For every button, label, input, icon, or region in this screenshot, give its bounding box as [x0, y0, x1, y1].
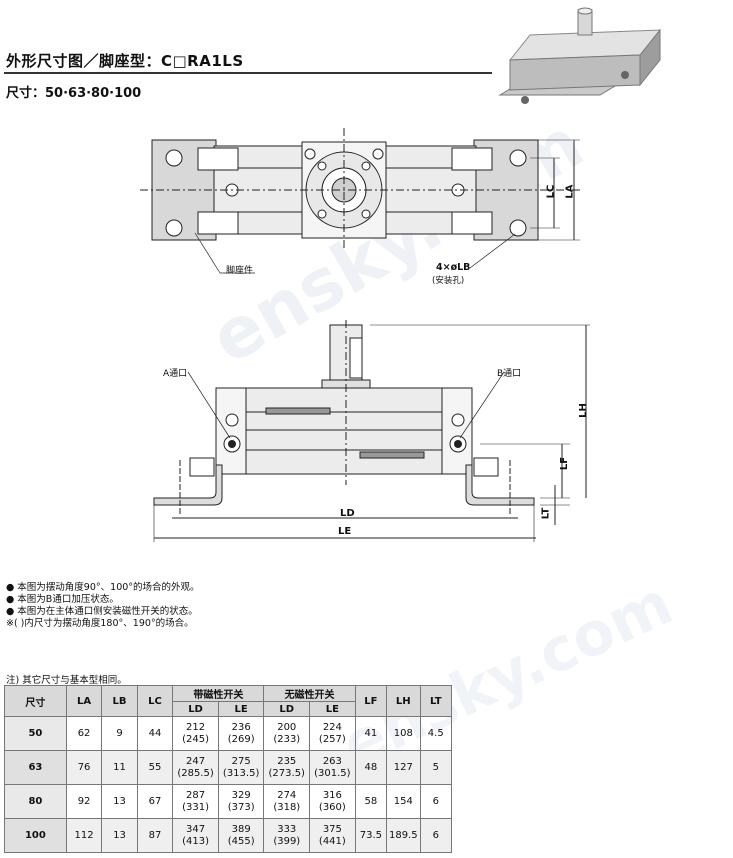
page-subtitle: 尺寸：50·63·80·100 — [6, 86, 142, 101]
front-view-diagram — [153, 320, 590, 542]
cell-ws-ld: 347(413) — [172, 818, 219, 853]
cell-la: 62 — [65, 716, 103, 751]
cell-lc: 87 — [136, 818, 174, 853]
cell-lh: 189.5 — [386, 818, 421, 853]
cell-ws-le: 275(313.5) — [217, 750, 265, 785]
table-note: 注) 其它尺寸与基本型相同。 — [6, 675, 127, 686]
cell-size: 50 — [4, 716, 67, 751]
cell-la: 92 — [65, 784, 103, 819]
dim-lt: LT — [540, 507, 552, 520]
title-rule — [4, 72, 492, 74]
table-row: 50 62 9 44 212(245) 236(269) 200(233) 22… — [4, 716, 453, 751]
cell-lh: 154 — [386, 784, 421, 819]
cell-lh: 127 — [386, 750, 421, 785]
cell-ns-ld: 274(318) — [263, 784, 311, 819]
cell-lt: 6 — [419, 818, 453, 853]
note-line: ● 本图为摆动角度90°、100°的场合的外观。 — [6, 582, 200, 593]
note-line: ※( )内尺寸为摆动角度180°、190°的场合。 — [6, 618, 194, 629]
label-foot: 脚座件 — [226, 266, 254, 276]
cell-lb: 13 — [101, 784, 138, 819]
cell-lb: 9 — [101, 716, 138, 751]
cell-ns-ld: 333(399) — [263, 818, 311, 853]
cell-ws-le: 389(455) — [217, 818, 265, 853]
table-row: 63 76 11 55 247(285.5) 275(313.5) 235(27… — [4, 750, 453, 785]
cell-lb: 11 — [101, 750, 138, 785]
dim-ld: LD — [340, 508, 355, 519]
note-line: ● 本图为在主体通口侧安装磁性开关的状态。 — [6, 606, 198, 617]
cell-size: 100 — [4, 818, 67, 853]
col-ws-le: LE — [217, 701, 265, 717]
cell-la: 76 — [65, 750, 103, 785]
col-lf: LF — [354, 685, 388, 717]
cell-la: 112 — [65, 818, 103, 853]
cell-size: 63 — [4, 750, 67, 785]
label-port-a: A通口 — [163, 369, 188, 379]
cell-lf: 73.5 — [354, 818, 388, 853]
dimension-table: 尺寸 LA LB LC 带磁性开关 无磁性开关 LF LH LT LD LE L… — [4, 685, 453, 853]
cell-lt: 6 — [419, 784, 453, 819]
cell-lc: 55 — [136, 750, 174, 785]
col-ns-le: LE — [309, 701, 356, 717]
dim-lc: LC — [545, 184, 557, 199]
cell-ns-le: 375(441) — [309, 818, 356, 853]
page-title: 外形尺寸图／脚座型：C□RA1LS — [6, 52, 244, 70]
dim-la: LA — [564, 184, 576, 199]
col-lb: LB — [101, 685, 138, 717]
notes: ● 本图为摆动角度90°、100°的场合的外观。 ● 本图为B通口加压状态。 ●… — [6, 582, 200, 630]
cell-ws-le: 329(373) — [217, 784, 265, 819]
cell-ns-ld: 200(233) — [263, 716, 311, 751]
cell-ws-le: 236(269) — [217, 716, 265, 751]
cell-size: 80 — [4, 784, 67, 819]
cell-ns-le: 263(301.5) — [309, 750, 356, 785]
label-port-b: B通口 — [497, 369, 522, 379]
dim-le: LE — [338, 526, 352, 537]
cell-lc: 44 — [136, 716, 174, 751]
col-lt: LT — [419, 685, 453, 717]
cell-lt: 5 — [419, 750, 453, 785]
cell-lh: 108 — [386, 716, 421, 751]
table-row: 100 112 13 87 347(413) 389(455) 333(399)… — [4, 818, 453, 853]
col-ws-ld: LD — [172, 701, 219, 717]
label-hole-note: (安装孔) — [432, 276, 465, 286]
col-size: 尺寸 — [4, 685, 67, 717]
cell-lb: 13 — [101, 818, 138, 853]
cell-lf: 58 — [354, 784, 388, 819]
product-photo — [498, 7, 662, 104]
cell-ns-ld: 235(273.5) — [263, 750, 311, 785]
cell-lf: 48 — [354, 750, 388, 785]
cell-ns-le: 224(257) — [309, 716, 356, 751]
cell-ws-ld: 247(285.5) — [172, 750, 219, 785]
cell-ws-ld: 212(245) — [172, 716, 219, 751]
dim-lf: LF — [559, 456, 571, 471]
table-row: 80 92 13 67 287(331) 329(373) 274(318) 3… — [4, 784, 453, 819]
cell-lf: 41 — [354, 716, 388, 751]
col-without-switch: 无磁性开关 — [263, 685, 356, 702]
col-with-switch: 带磁性开关 — [172, 685, 265, 702]
col-lh: LH — [386, 685, 421, 717]
col-ns-ld: LD — [263, 701, 311, 717]
cell-lt: 4.5 — [419, 716, 453, 751]
col-la: LA — [65, 685, 103, 717]
dim-lh: LH — [577, 403, 589, 418]
cell-ws-ld: 287(331) — [172, 784, 219, 819]
cell-ns-le: 316(360) — [309, 784, 356, 819]
top-view-diagram — [140, 128, 580, 274]
col-lc: LC — [136, 685, 174, 717]
note-line: ● 本图为B通口加压状态。 — [6, 594, 119, 605]
cell-lc: 67 — [136, 784, 174, 819]
label-hole: 4×øLB — [436, 262, 471, 273]
